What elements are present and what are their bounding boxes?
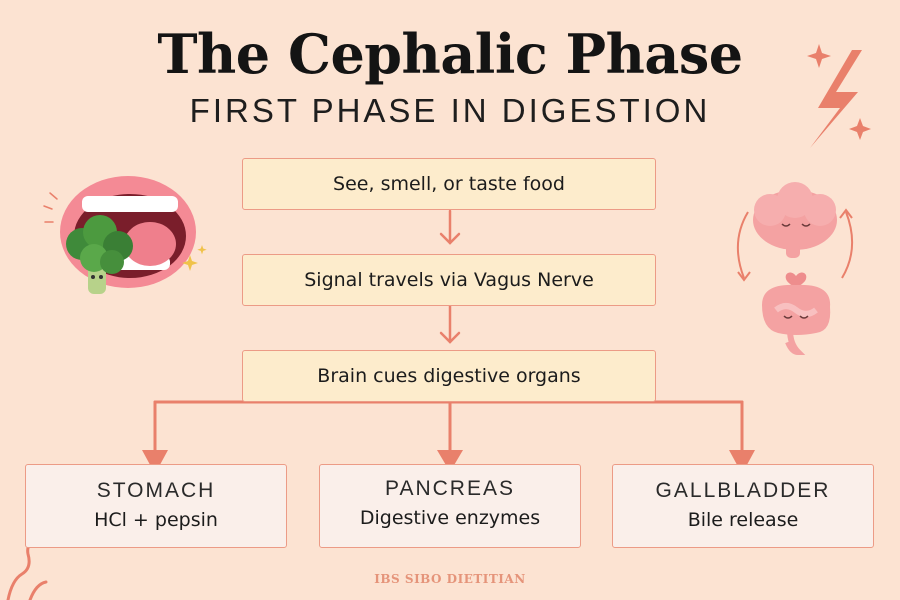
step-box-see-smell-taste: See, smell, or taste food xyxy=(242,158,656,210)
organ-desc: Digestive enzymes xyxy=(359,507,541,529)
step-label: See, smell, or taste food xyxy=(333,173,565,195)
step-box-vagus-nerve: Signal travels via Vagus Nerve xyxy=(242,254,656,306)
brand-logo: IBS SIBO DIETITIAN xyxy=(374,572,526,586)
mouth-broccoli-icon xyxy=(43,176,196,294)
connector-arrows xyxy=(153,209,744,454)
squiggle-icon xyxy=(6,538,48,600)
page-subtitle: FIRST PHASE IN DIGESTION xyxy=(189,92,711,129)
arrow-step1-step2 xyxy=(439,209,461,245)
lightning-icon xyxy=(810,50,862,148)
organ-name: PANCREAS xyxy=(385,477,515,500)
organ-box-gallbladder: GALLBLADDER Bile release xyxy=(612,464,874,548)
step-label: Brain cues digestive organs xyxy=(317,365,581,387)
organ-desc: Bile release xyxy=(687,509,799,531)
branch-arrowheads xyxy=(142,450,755,474)
arrow-step2-step3 xyxy=(439,304,461,344)
organ-name: GALLBLADDER xyxy=(655,479,831,502)
step-label: Signal travels via Vagus Nerve xyxy=(304,269,594,291)
page-title: The Cephalic Phase xyxy=(157,22,743,86)
organ-desc: HCl + pepsin xyxy=(94,509,218,531)
step-box-brain-cues: Brain cues digestive organs xyxy=(242,350,656,402)
organ-box-pancreas: PANCREAS Digestive enzymes xyxy=(319,464,581,548)
brain-gut-icon xyxy=(736,182,854,356)
organ-box-stomach: STOMACH HCl + pepsin xyxy=(25,464,287,548)
organ-name: STOMACH xyxy=(96,479,216,502)
sparkle-icon xyxy=(182,245,207,271)
branch-connector xyxy=(153,400,744,454)
sparkle-icon xyxy=(807,44,871,140)
